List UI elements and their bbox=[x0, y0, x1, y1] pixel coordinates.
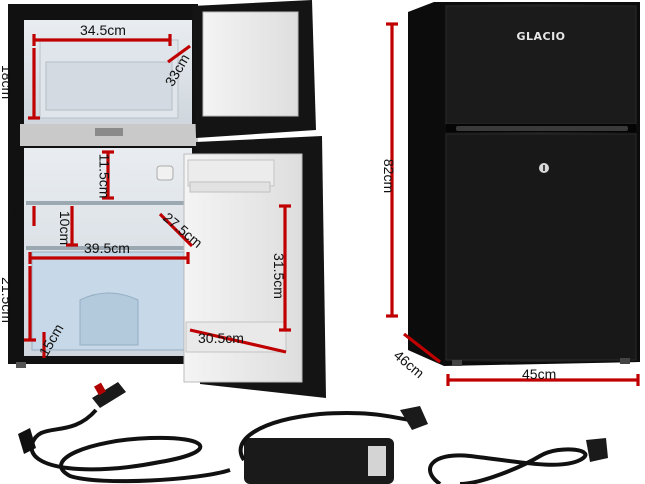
dim-middle-gap: 10cm bbox=[57, 210, 74, 246]
closed-fridge-dimensions bbox=[386, 22, 640, 386]
door-handle bbox=[456, 126, 628, 131]
dim-freezer-height: 18cm bbox=[0, 64, 16, 100]
closed-fridge: GLACIO bbox=[408, 2, 640, 366]
dim-door-height: 31.5cm bbox=[270, 253, 287, 299]
adapter-brick bbox=[244, 438, 394, 484]
dim-total-width: 45cm bbox=[522, 366, 557, 382]
car-adapter-cable bbox=[18, 382, 231, 484]
dim-top-gap: 4cm bbox=[9, 202, 26, 230]
open-fridge bbox=[8, 0, 326, 398]
open-fridge-dimensions bbox=[24, 34, 291, 358]
power-adapter bbox=[238, 406, 428, 484]
dim-shelf-height: 11.5cm bbox=[96, 153, 113, 199]
dim-fridge-width: 39.5cm bbox=[84, 240, 130, 256]
dim-freezer-width: 34.5cm bbox=[80, 22, 126, 38]
dim-total-height: 82cm bbox=[381, 158, 398, 194]
dim-drawer-height: 21.5cm bbox=[0, 277, 15, 323]
dim-door-width: 30.5cm bbox=[198, 330, 244, 346]
mains-cable bbox=[428, 438, 608, 484]
brand-logo: GLACIO bbox=[516, 30, 565, 43]
